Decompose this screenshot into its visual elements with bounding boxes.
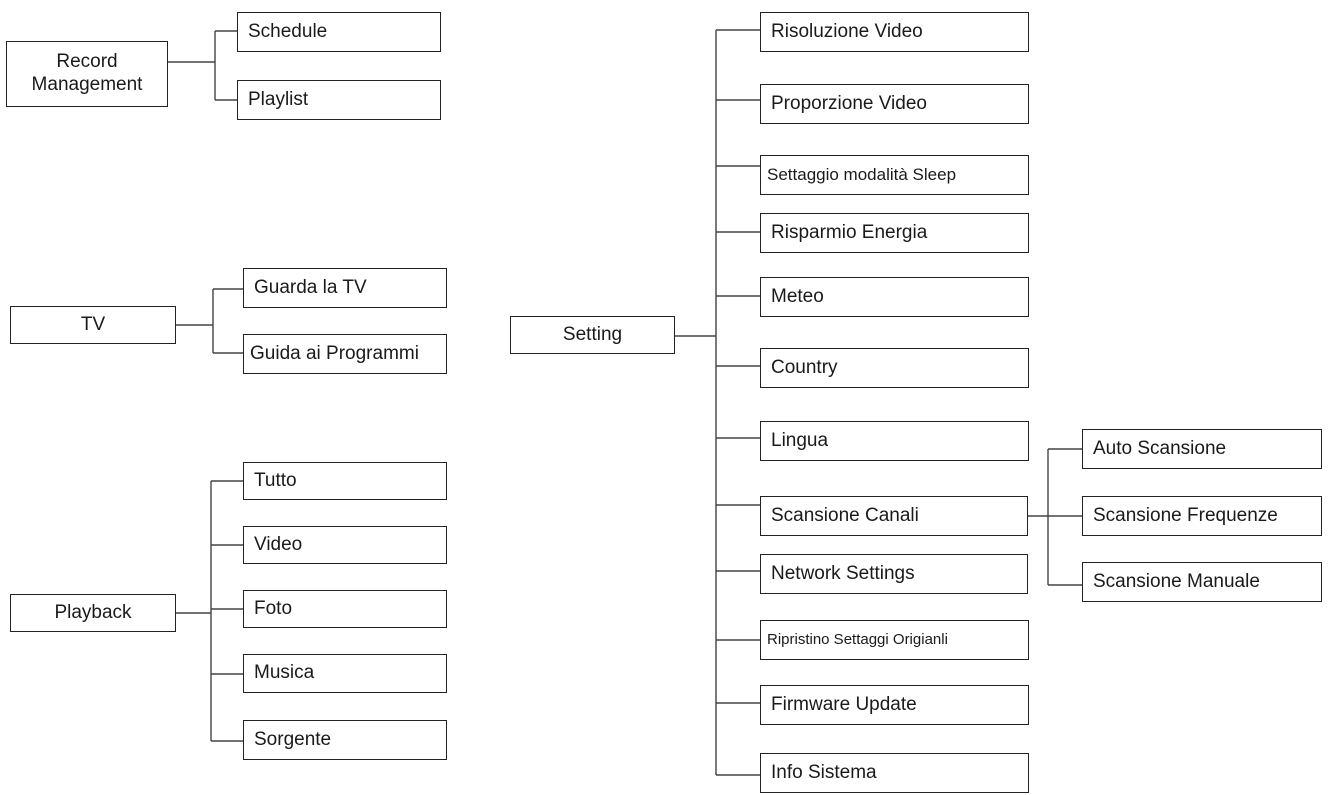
- node-firmware-update: Firmware Update: [760, 685, 1029, 725]
- node-label: Info Sistema: [771, 761, 877, 783]
- node-label: Risoluzione Video: [771, 20, 923, 42]
- node-label: Guida ai Programmi: [250, 342, 419, 364]
- node-label: Musica: [254, 662, 315, 684]
- node-info-sistema: Info Sistema: [760, 753, 1029, 793]
- node-proporzione-video: Proporzione Video: [760, 84, 1029, 124]
- node-musica: Musica: [243, 654, 447, 693]
- node-label: Scansione Frequenze: [1093, 504, 1278, 526]
- node-label: Playback: [54, 601, 132, 623]
- node-label: Setting: [562, 323, 623, 345]
- node-risparmio-energia: Risparmio Energia: [760, 213, 1029, 253]
- node-playback: Playback: [10, 594, 176, 632]
- node-setting: Setting: [510, 316, 675, 354]
- node-auto-scansione: Auto Scansione: [1082, 429, 1322, 469]
- node-label: Scansione Canali: [771, 504, 919, 526]
- node-ripristino-settaggi: Ripristino Settaggi Origianli: [760, 620, 1029, 660]
- node-label: Country: [771, 356, 838, 378]
- node-label: Foto: [254, 597, 293, 619]
- node-label: Lingua: [771, 429, 829, 451]
- node-label: Video: [254, 533, 303, 555]
- node-risoluzione-video: Risoluzione Video: [760, 12, 1029, 52]
- node-scansione-frequenze: Scansione Frequenze: [1082, 496, 1322, 536]
- node-label: Tutto: [254, 469, 297, 491]
- node-country: Country: [760, 348, 1029, 388]
- node-label: Settaggio modalità Sleep: [767, 164, 957, 184]
- node-schedule: Schedule: [237, 12, 441, 52]
- node-guarda-la-tv: Guarda la TV: [243, 268, 447, 308]
- node-record-management: Record Management: [6, 41, 168, 107]
- node-video: Video: [243, 526, 447, 564]
- node-label: Record Management: [31, 51, 143, 95]
- node-label: Schedule: [248, 20, 328, 42]
- node-meteo: Meteo: [760, 277, 1029, 317]
- node-label: Scansione Manuale: [1093, 570, 1260, 592]
- node-sorgente: Sorgente: [243, 720, 447, 760]
- node-label: Ripristino Settaggi Origianli: [767, 631, 948, 648]
- node-foto: Foto: [243, 590, 447, 628]
- node-label: Auto Scansione: [1093, 437, 1227, 459]
- node-playlist: Playlist: [237, 80, 441, 120]
- node-tv: TV: [10, 306, 176, 344]
- node-settaggio-modalita-sleep: Settaggio modalità Sleep: [760, 155, 1029, 195]
- node-guida-ai-programmi: Guida ai Programmi: [243, 334, 447, 374]
- node-label: Proporzione Video: [771, 92, 927, 114]
- node-label: Sorgente: [254, 728, 332, 750]
- node-label: Risparmio Energia: [771, 221, 928, 243]
- node-label: Meteo: [771, 285, 824, 307]
- node-label: TV: [80, 313, 106, 335]
- node-lingua: Lingua: [760, 421, 1029, 461]
- node-scansione-canali: Scansione Canali: [760, 496, 1028, 536]
- node-scansione-manuale: Scansione Manuale: [1082, 562, 1322, 602]
- node-label: Network Settings: [771, 562, 915, 584]
- node-tutto: Tutto: [243, 462, 447, 500]
- node-network-settings: Network Settings: [760, 554, 1028, 594]
- node-label: Playlist: [248, 88, 309, 110]
- node-label: Guarda la TV: [254, 276, 367, 298]
- node-label: Firmware Update: [771, 693, 917, 715]
